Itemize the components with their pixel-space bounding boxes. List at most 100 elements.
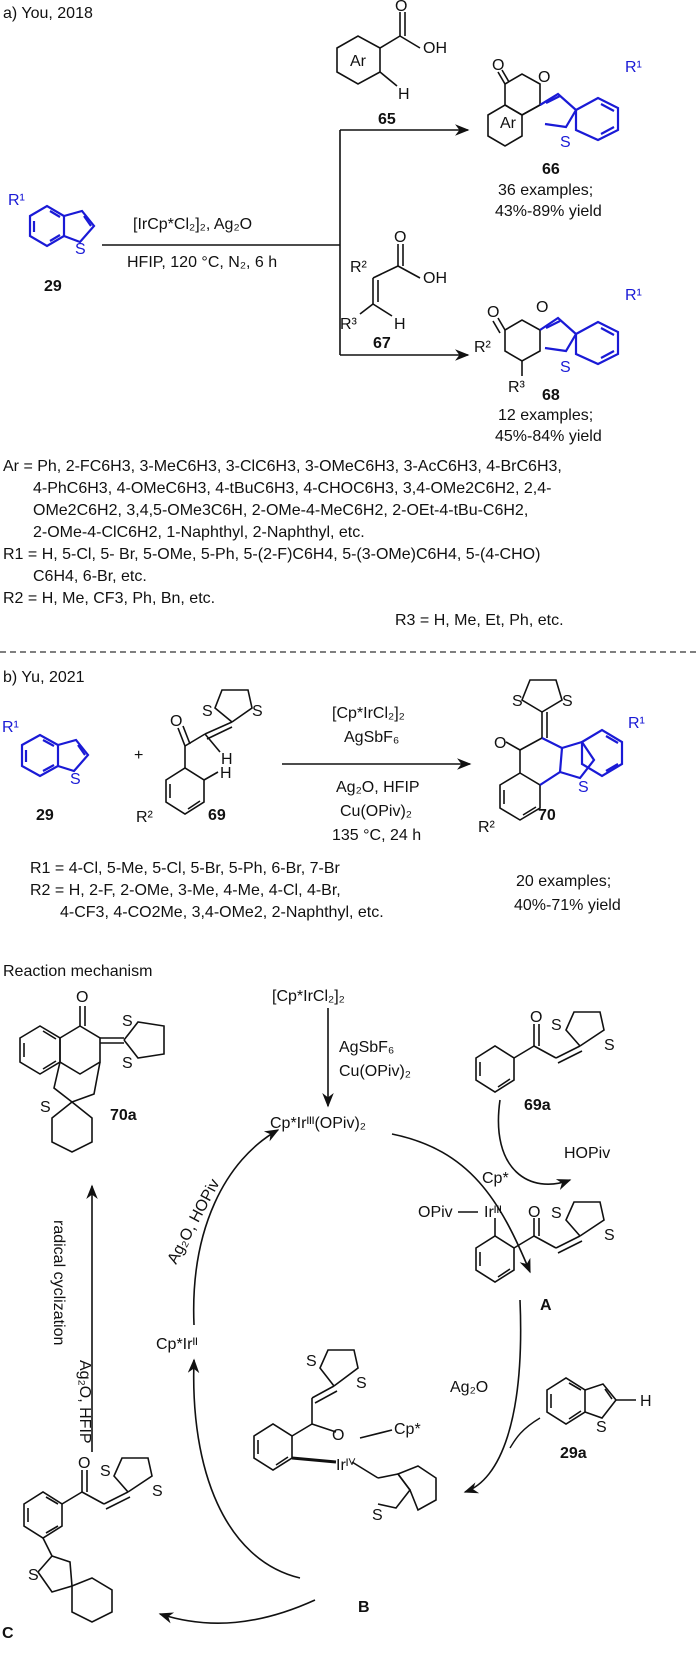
intermediate-b xyxy=(253,1349,437,1512)
benzothiophene-29a xyxy=(546,1377,636,1425)
product-70a xyxy=(19,1006,165,1153)
o-67: O xyxy=(394,229,406,246)
ir-ii: Cp*Irᴵᴵ xyxy=(156,1336,198,1353)
cp-b: Cp* xyxy=(394,1421,421,1438)
oh-67: OH xyxy=(423,270,447,287)
s-atom-29: S xyxy=(75,241,86,258)
o-a: O xyxy=(528,1204,540,1221)
s-66: S xyxy=(560,134,571,151)
s2-70a: S xyxy=(122,1055,133,1072)
r3-68: R³ xyxy=(508,379,526,396)
label-c: C xyxy=(2,1625,14,1642)
precatalyst: [Cp*IrCl₂]₂ xyxy=(272,988,345,1005)
examples-70: 20 examples; xyxy=(516,873,611,890)
ir-a: Irᴵᴵᴵ xyxy=(484,1204,502,1221)
label-70: 70 xyxy=(538,807,556,824)
label-69: 69 xyxy=(208,807,226,824)
arrow-b-to-c xyxy=(158,1599,316,1624)
activation-2: Cu(OPiv)₂ xyxy=(339,1063,411,1080)
r1-29b: R¹ xyxy=(2,719,19,736)
r1-66: R¹ xyxy=(625,59,642,76)
s-29b: S xyxy=(70,771,81,788)
o-68: O xyxy=(487,304,499,321)
label-a: A xyxy=(540,1297,552,1314)
h-67: H xyxy=(394,316,406,333)
ar-65: Ar xyxy=(350,53,367,70)
s2-a: S xyxy=(604,1227,615,1244)
scope-ar-1: Ar = Ph, 2-FC6H3, 3-MeC6H3, 3-ClC6H3, 3-… xyxy=(3,458,562,475)
o-66: O xyxy=(492,57,504,74)
acid-67 xyxy=(359,244,421,317)
r2-67: R² xyxy=(350,259,368,276)
s1-69: S xyxy=(202,703,213,720)
label-29: 29 xyxy=(44,278,62,295)
branch-arrow xyxy=(102,124,470,361)
cond-b-4: Cu(OPiv)₂ xyxy=(340,803,412,820)
s-68: S xyxy=(560,359,571,376)
scope-r1-2: C6H4, 6-Br, etc. xyxy=(33,568,147,585)
o-70a: O xyxy=(76,989,88,1006)
examples-66: 36 examples; xyxy=(498,182,593,199)
r3-67: R³ xyxy=(340,316,358,333)
scope-ar-4: 2-OMe-4-ClC6H2, 1-Naphthyl, 2-Naphthyl, … xyxy=(33,524,365,541)
s1-69a: S xyxy=(551,1017,562,1034)
product-66 xyxy=(487,69,541,147)
o-b: O xyxy=(332,1427,344,1444)
label-65: 65 xyxy=(378,111,396,128)
reagent-69 xyxy=(165,689,253,815)
cond-b-1: [Cp*IrCl₂]₂ xyxy=(332,705,405,722)
arrow-to-a xyxy=(391,1133,531,1274)
s-29a: S xyxy=(596,1419,607,1436)
arrow-29a-in xyxy=(509,1417,541,1449)
o-69a: O xyxy=(530,1009,542,1026)
label-29a: 29a xyxy=(560,1445,587,1462)
intermediate-c xyxy=(23,1457,153,1623)
yield-70: 40%-71% yield xyxy=(514,897,621,914)
conditions-bottom: HFIP, 120 °C, N₂, 6 h xyxy=(127,254,277,271)
ir-b: Irᴵⱽ xyxy=(336,1457,355,1474)
scope-b: R1 = 4-Cl, 5-Me, 5-Cl, 5-Br, 5-Ph, 6-Br,… xyxy=(30,858,500,924)
s1-b: S xyxy=(306,1353,317,1370)
s1-c: S xyxy=(100,1463,111,1480)
scope-r3: R3 = H, Me, Et, Ph, etc. xyxy=(395,612,564,629)
cond-b-2: AgSbF₆ xyxy=(344,729,399,746)
s3-b: S xyxy=(372,1507,383,1524)
arrow-b-to-irii xyxy=(187,1358,301,1579)
s2-b: S xyxy=(356,1375,367,1392)
scope-b-r2-2: 4-CF3, 4-CO2Me, 3,4-OMe2, 2-Naphthyl, et… xyxy=(60,904,384,921)
s2-c: S xyxy=(152,1483,163,1500)
acid-65 xyxy=(336,12,421,87)
mechanism-heading: Reaction mechanism xyxy=(3,963,152,980)
plus-sign: + xyxy=(134,747,143,764)
h-29a: H xyxy=(640,1393,652,1410)
yield-66: 43%-89% yield xyxy=(495,203,602,220)
ar-66: Ar xyxy=(500,115,517,132)
scope-r3-box: R3 = H, Me, Et, Ph, etc. xyxy=(395,610,564,632)
r1-70: R¹ xyxy=(628,715,645,732)
r2-69: R² xyxy=(136,809,154,826)
s1-70: S xyxy=(512,693,523,710)
s1-a: S xyxy=(551,1205,562,1222)
reox-label: Ag₂O, HOPiv xyxy=(165,1176,224,1266)
scope-ar-2: 4-PhC6H3, 4-OMeC6H3, 4-tBuC6H3, 4-CHOC6H… xyxy=(33,480,552,497)
s3-c: S xyxy=(28,1567,39,1584)
arrow-reoxidation xyxy=(192,1129,280,1326)
cond-b-3: Ag₂O, HFIP xyxy=(336,779,420,796)
label-66: 66 xyxy=(542,161,560,178)
yield-68: 45%-84% yield xyxy=(495,428,602,445)
h-65: H xyxy=(398,86,410,103)
opiv-a: OPiv xyxy=(418,1204,453,1221)
catalyst: Cp*Irᴵᴵᴵ(OPiv)₂ xyxy=(270,1115,366,1132)
s1-70a: S xyxy=(122,1013,133,1030)
scope-b-r2-1: R2 = H, 2-F, 2-OMe, 3-Me, 4-Me, 4-Cl, 4-… xyxy=(30,882,341,899)
intermediate-a xyxy=(458,1201,605,1283)
hopiv-out: HOPiv xyxy=(564,1145,610,1162)
substrate-69a xyxy=(475,1011,605,1093)
o-ring-68: O xyxy=(536,299,548,316)
o-c: O xyxy=(78,1455,90,1472)
s2-70: S xyxy=(562,693,573,710)
cyclization-1: Ag₂O, HFIP xyxy=(76,1360,93,1444)
o-70: O xyxy=(494,735,506,752)
scope-r2: R2 = H, Me, CF3, Ph, Bn, etc. xyxy=(3,590,216,607)
label-69a: 69a xyxy=(524,1097,551,1114)
